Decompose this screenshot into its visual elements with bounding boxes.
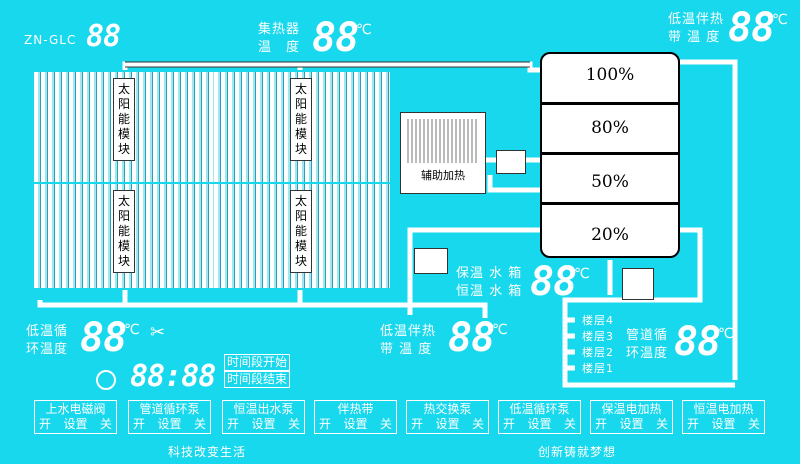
button-name: 上水电磁阀 (45, 402, 106, 416)
button-name: 保温电加热 (601, 402, 662, 416)
const-temp-outlet-pump-button[interactable]: 恒温出水泵 开设置关 (222, 400, 305, 434)
aux-heater-label: 辅助加热 (421, 169, 465, 182)
heat-exchange-pump-button[interactable]: 热交换泵 开设置关 (406, 400, 489, 434)
floor-3-label: 楼层3 (582, 330, 614, 343)
set-label[interactable]: 设置 (619, 417, 644, 431)
aux-pump-icon (496, 150, 526, 174)
low-circ-label-2: 环温度 (26, 342, 69, 357)
trace-heat-top-unit: ℃ (772, 12, 788, 28)
water-tank (540, 52, 680, 258)
on-label[interactable]: 开 (503, 417, 516, 431)
pipe-circ-label-2: 环温度 (626, 346, 669, 361)
floor-1-label: 楼层1 (582, 362, 614, 375)
time-period-end[interactable]: 时间段结束 (224, 371, 291, 388)
trace-heat-pipe (680, 59, 738, 380)
set-label[interactable]: 设置 (157, 417, 182, 431)
off-label[interactable]: 关 (99, 417, 112, 431)
pipes (37, 59, 738, 388)
collector-temp-value: 88 (312, 15, 359, 61)
button-name: 管道循环泵 (139, 402, 200, 416)
pipe-circ-pump-icon (622, 268, 654, 300)
button-name: 低温循环泵 (509, 402, 570, 416)
on-label[interactable]: 开 (227, 417, 240, 431)
on-label[interactable]: 开 (411, 417, 424, 431)
collector-temp-label-1: 集热器 (258, 22, 301, 37)
on-label[interactable]: 开 (687, 417, 700, 431)
button-name: 恒温出水泵 (233, 402, 294, 416)
low-circ-unit: ℃ (124, 322, 140, 338)
tank-temp-value: 88 (530, 259, 577, 305)
solar-module-label: 太阳能模块 (290, 78, 312, 161)
on-label[interactable]: 开 (595, 417, 608, 431)
footer-left: 科技改变生活 (168, 445, 247, 459)
water-inlet-valve-button[interactable]: 上水电磁阀 开设置关 (34, 400, 117, 434)
on-label[interactable]: 开 (133, 417, 146, 431)
tank-level-80: 80% (591, 118, 629, 138)
model-value: 88 (86, 19, 121, 54)
collector-temp-unit: ℃ (356, 22, 372, 38)
tank-level-20: 20% (591, 225, 629, 245)
pipe-loop (562, 227, 703, 388)
low-circ-pump-button[interactable]: 低温循环泵 开设置关 (498, 400, 581, 434)
off-label[interactable]: 关 (193, 417, 206, 431)
collector-temp-label-2: 温 度 (258, 40, 301, 55)
set-label[interactable]: 设置 (435, 417, 460, 431)
collector-outlet-pipe (122, 61, 540, 73)
solar-module-label: 太阳能模块 (290, 190, 312, 273)
on-label[interactable]: 开 (39, 417, 52, 431)
pipe-circ-unit: ℃ (718, 326, 734, 342)
floor-4-label: 楼层4 (582, 314, 614, 327)
off-label[interactable]: 关 (471, 417, 484, 431)
trace-heat-bottom-label-2: 带 温 度 (380, 342, 433, 357)
tools-icon[interactable]: ✂ (150, 322, 166, 343)
on-label[interactable]: 开 (319, 417, 332, 431)
set-label[interactable]: 设置 (343, 417, 368, 431)
insulation-heater-button[interactable]: 保温电加热 开设置关 (590, 400, 673, 434)
low-circ-value: 88 (80, 315, 127, 361)
trace-heat-bottom-label-1: 低温伴热 (380, 324, 437, 339)
off-label[interactable]: 关 (379, 417, 392, 431)
trace-heat-top-value: 88 (728, 5, 775, 51)
time-period-start[interactable]: 时间段开始 (224, 354, 291, 371)
set-label[interactable]: 设置 (711, 417, 736, 431)
clock-icon (96, 370, 116, 390)
off-label[interactable]: 关 (747, 417, 760, 431)
button-name: 热交换泵 (423, 402, 472, 416)
pipe-circ-pump-button[interactable]: 管道循环泵 开设置关 (128, 400, 211, 434)
button-name: 伴热带 (337, 402, 374, 416)
tank-temp-label-2: 恒温 水 箱 (456, 284, 523, 299)
solar-module-label: 太阳能模块 (113, 190, 135, 273)
button-name: 恒温电加热 (693, 402, 754, 416)
low-circ-label-1: 低温循 (26, 324, 69, 339)
trace-heat-top-label-1: 低温伴热 (668, 12, 725, 27)
set-label[interactable]: 设置 (63, 417, 88, 431)
off-label[interactable]: 关 (655, 417, 668, 431)
tank-level-100: 100% (585, 65, 635, 85)
tank-level-50: 50% (591, 172, 629, 192)
pipe-circ-value: 88 (674, 319, 721, 365)
clock-time: 88:88 (130, 359, 216, 394)
pump-pipe (407, 227, 540, 315)
const-temp-heater-button[interactable]: 恒温电加热 开设置关 (682, 400, 765, 434)
trace-heat-band-button[interactable]: 伴热带 开设置关 (314, 400, 397, 434)
trace-heat-top-label-2: 带 温 度 (668, 30, 721, 45)
footer-right: 创新铸就梦想 (538, 445, 617, 459)
low-circ-pump-icon (414, 248, 448, 274)
trace-heat-bottom-value: 88 (448, 315, 495, 361)
set-label[interactable]: 设置 (251, 417, 276, 431)
set-label[interactable]: 设置 (527, 417, 552, 431)
aux-heater: 辅助加热 (400, 112, 486, 194)
trace-heat-bottom-unit: ℃ (492, 322, 508, 338)
off-label[interactable]: 关 (287, 417, 300, 431)
pipe-circ-label-1: 管道循 (626, 328, 669, 343)
off-label[interactable]: 关 (563, 417, 576, 431)
floor-2-label: 楼层2 (582, 346, 614, 359)
model-label: ZN-GLC (24, 33, 77, 47)
tank-temp-unit: ℃ (574, 266, 590, 282)
tank-temp-label-1: 保温 水 箱 (456, 266, 523, 281)
low-circ-pipe (37, 300, 488, 318)
solar-module-label: 太阳能模块 (113, 78, 135, 161)
